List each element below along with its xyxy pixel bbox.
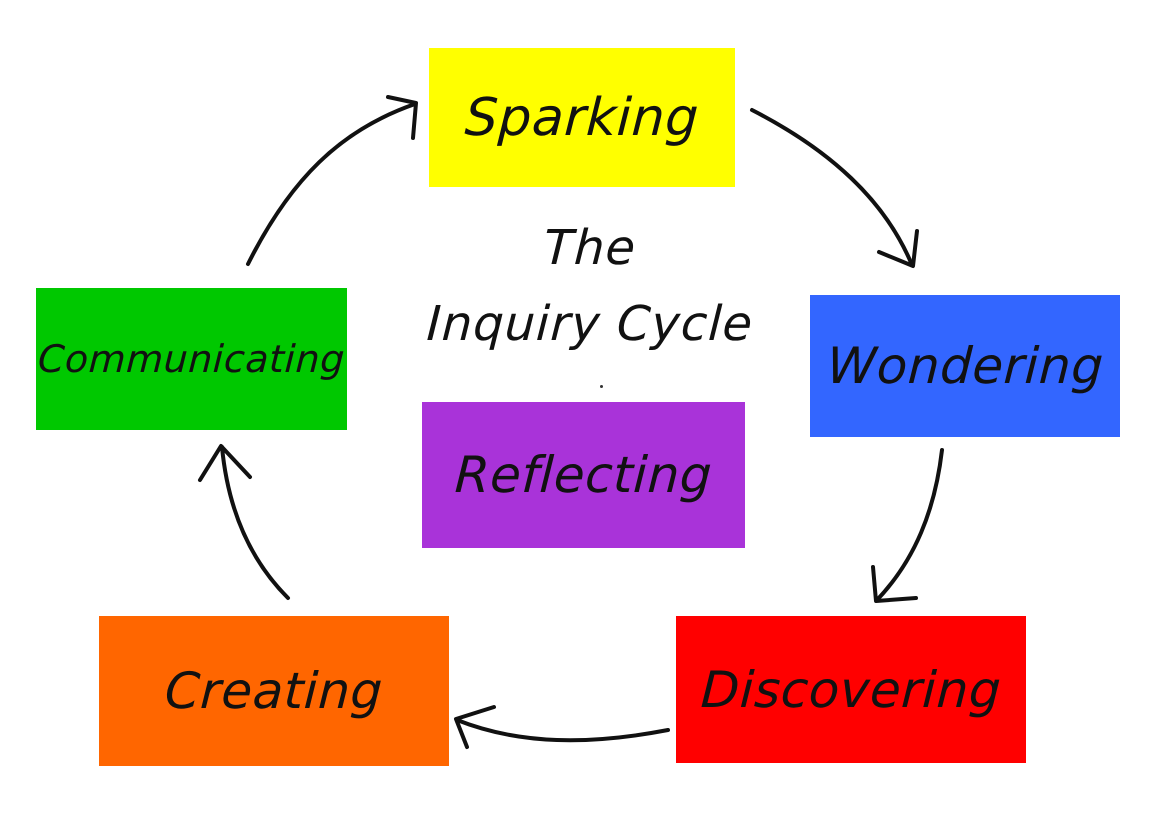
arrowhead-sparking	[386, 95, 418, 140]
stage-label: Communicating	[36, 337, 347, 381]
stage-creating: Creating	[99, 616, 449, 766]
arrowhead-creating	[454, 705, 496, 749]
stage-sparking: Sparking	[429, 48, 735, 187]
stage-reflecting: Reflecting	[422, 402, 745, 548]
stage-label: Sparking	[463, 87, 701, 148]
diagram-title: The Inquiry Cycle	[400, 210, 780, 362]
title-line-2: Inquiry Cycle	[425, 296, 755, 352]
arrowhead-wondering	[877, 229, 919, 268]
arrowhead-discovering	[871, 565, 918, 603]
stage-discovering: Discovering	[676, 616, 1026, 763]
arrow-creating-to-communicating	[220, 445, 290, 600]
stage-wondering: Wondering	[810, 295, 1120, 437]
stage-label: Discovering	[699, 660, 1003, 719]
arrow-discovering-to-creating	[455, 718, 670, 743]
stage-label: Wondering	[825, 337, 1105, 395]
arrowhead-communicating	[198, 444, 252, 482]
arrow-sparking-to-wondering	[750, 108, 914, 267]
stage-communicating: Communicating	[36, 288, 347, 430]
stray-dot	[600, 385, 603, 388]
stage-label: Reflecting	[453, 446, 714, 504]
title-line-1: The	[542, 220, 638, 276]
arrow-communicating-to-sparking	[246, 102, 417, 266]
arrow-wondering-to-discovering	[875, 448, 944, 602]
stage-label: Creating	[163, 662, 385, 720]
